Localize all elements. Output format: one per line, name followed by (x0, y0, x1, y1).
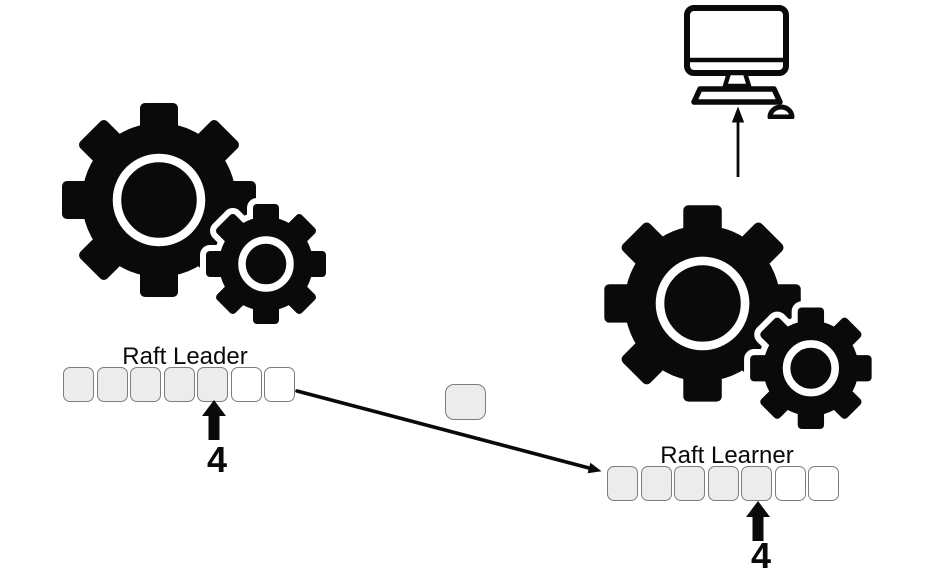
log-entry-slot (640, 466, 672, 501)
log-entry-slot (264, 367, 295, 402)
log-entry-slot (607, 466, 638, 501)
leader-gears-icon (62, 86, 330, 324)
keyboard-shape (691, 86, 783, 105)
log-entry-slot (197, 367, 228, 402)
learner-commit-index: 4 (750, 535, 772, 570)
mouse-shape (767, 104, 795, 119)
learner-gears-icon (604, 188, 876, 429)
learner-log (607, 466, 839, 501)
in-flight-log-entry (445, 384, 486, 420)
client-computer-icon (684, 5, 795, 119)
log-entry-slot (741, 466, 772, 501)
learner-commit-pointer-icon (746, 501, 770, 541)
log-entry-slot (774, 466, 806, 501)
monitor-shape (684, 5, 789, 76)
log-entry-slot (808, 466, 839, 501)
log-entry-slot (674, 466, 705, 501)
leader-commit-pointer-icon (202, 400, 226, 440)
log-entry-slot (230, 367, 262, 402)
log-entry-slot (130, 367, 161, 402)
monitor-stand-shape (722, 70, 752, 89)
learner-to-client-arrow (731, 106, 745, 177)
leader-commit-index: 4 (206, 439, 228, 480)
learner-label: Raft Learner (660, 442, 794, 469)
log-entry-slot (96, 367, 128, 402)
log-entry-slot (707, 466, 739, 501)
leader-log (63, 367, 295, 402)
log-entry-slot (63, 367, 94, 402)
replication-arrow (295, 389, 602, 474)
log-entry-slot (163, 367, 195, 402)
leader-label: Raft Leader (122, 343, 248, 370)
